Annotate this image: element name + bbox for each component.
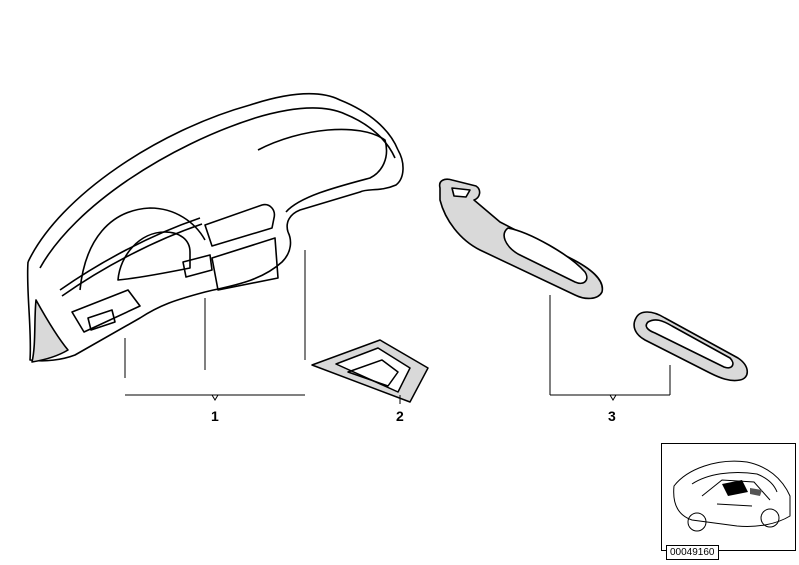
shifter-trim-slot [347, 359, 399, 387]
door-trim-front-part[interactable] [438, 178, 604, 300]
dashboard-part[interactable] [26, 92, 404, 363]
center-vent [204, 203, 276, 247]
instrument-cluster-hood [79, 207, 206, 291]
diagram-id-label: 00049160 [666, 545, 719, 560]
car-outline-icon [673, 460, 791, 532]
glovebox-bulge [257, 128, 388, 213]
callout-shifter-trim: 2 [396, 408, 404, 424]
dashboard-leader-lines [124, 250, 306, 401]
callout-door-trim: 3 [608, 408, 616, 424]
dashboard-trim-strip [59, 217, 203, 297]
dashboard-lower-edge [26, 231, 292, 362]
shifter-trim-part[interactable] [311, 339, 429, 403]
dashboard-right-end [286, 149, 404, 233]
door-trim-front-inner [451, 187, 471, 198]
door-trim-rear-part[interactable] [633, 311, 749, 382]
center-small-slot [182, 254, 213, 278]
center-radio-frame [211, 237, 279, 291]
left-switch-panel [71, 289, 141, 333]
dashboard-left-side [31, 299, 69, 363]
callout-dashboard: 1 [211, 408, 219, 424]
door-trim-leader-lines [549, 295, 671, 401]
dashboard-top-edge [27, 92, 399, 263]
dashboard-top-inner-edge [39, 107, 396, 269]
car-location-inset [661, 443, 796, 551]
door-trim-front-grip [503, 227, 588, 285]
door-trim-rear-inner [645, 319, 734, 369]
left-switch-slot [87, 309, 116, 331]
